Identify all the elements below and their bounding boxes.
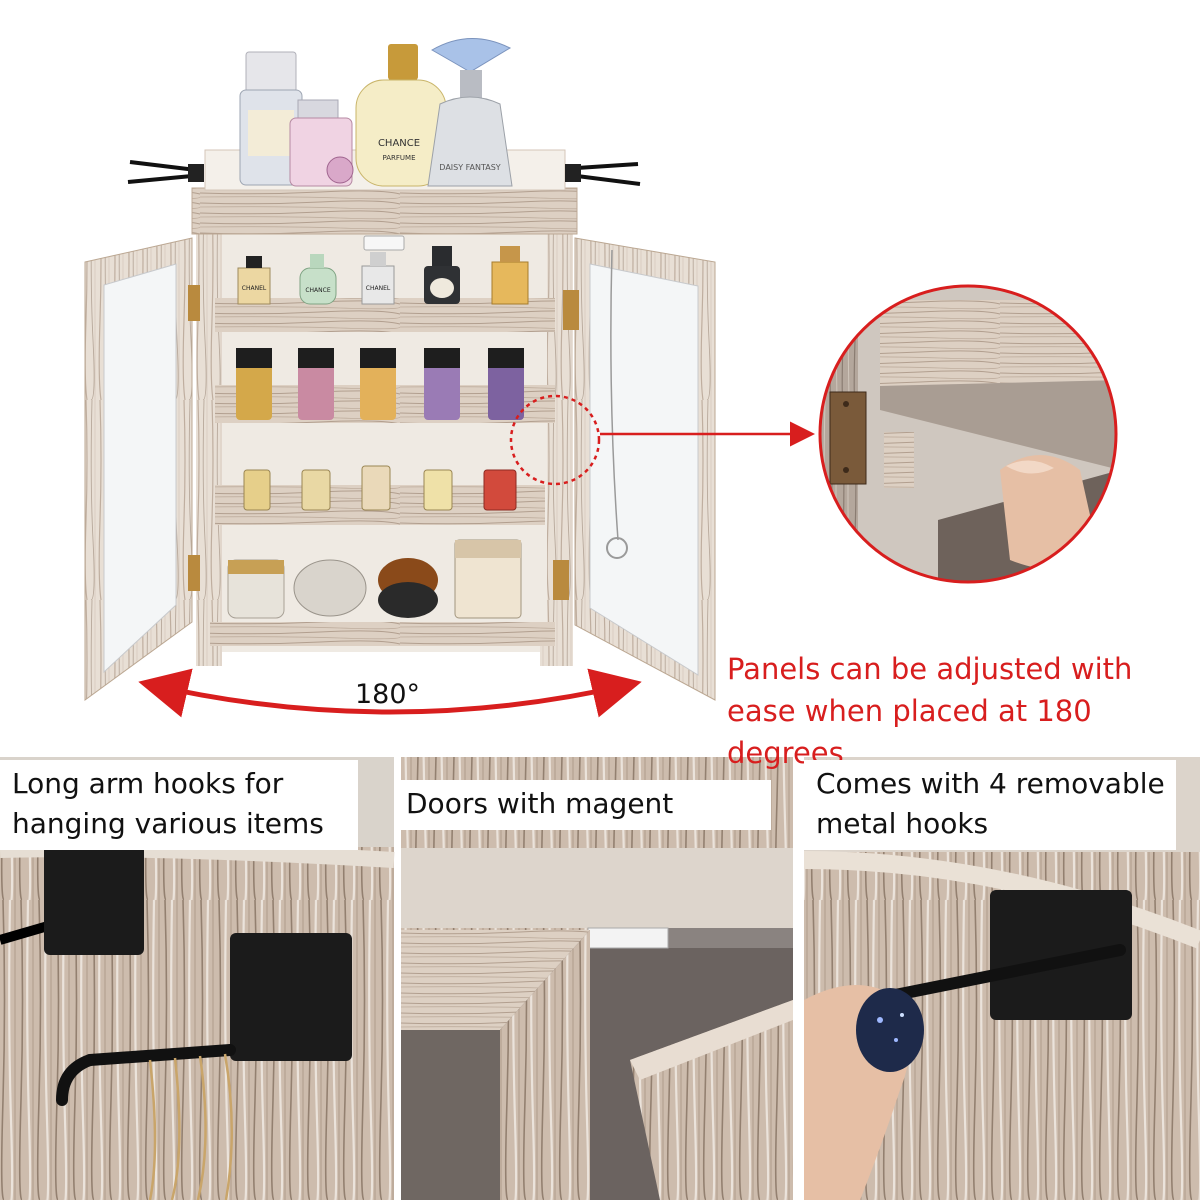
bottle-label: DAISY FANTASY xyxy=(439,163,501,172)
shelf2-oil-bottles xyxy=(236,348,524,420)
cabinet: CHANCE PARFUME DAISY FANTASY CHANEL CHAN… xyxy=(84,38,716,701)
callout-text: Panels can be adjusted with ease when pl… xyxy=(727,652,1133,770)
top-perfume-bottles: CHANCE PARFUME DAISY FANTASY xyxy=(239,38,513,187)
left-door xyxy=(84,237,200,701)
angle-label: 180° xyxy=(355,679,421,710)
panel-caption-removable: Comes with 4 removable metal hooks xyxy=(804,760,1176,850)
panel-caption-magnet: Doors with magent xyxy=(394,780,771,830)
highlight-circle xyxy=(509,394,601,486)
panel-magnet-door xyxy=(401,757,793,1200)
right-door xyxy=(553,237,716,701)
panel-caption-hooks: Long arm hooks for hanging various items xyxy=(0,760,358,850)
bottle-label: PARFUME xyxy=(382,154,415,162)
bottom-jars xyxy=(227,539,522,619)
bottle-label: CHANEL xyxy=(242,285,267,292)
detail-circle xyxy=(820,286,1116,582)
bottle-label: CHANCE xyxy=(305,287,330,294)
top-hooks xyxy=(127,160,641,186)
bottle-label: CHANCE xyxy=(378,138,420,149)
shelf3-small-bottles xyxy=(243,465,517,511)
shelf1-bottles: CHANEL CHANCE CHANEL xyxy=(237,246,529,305)
rotation-arrow xyxy=(138,668,642,718)
bottle-label: CHANEL xyxy=(366,285,391,292)
